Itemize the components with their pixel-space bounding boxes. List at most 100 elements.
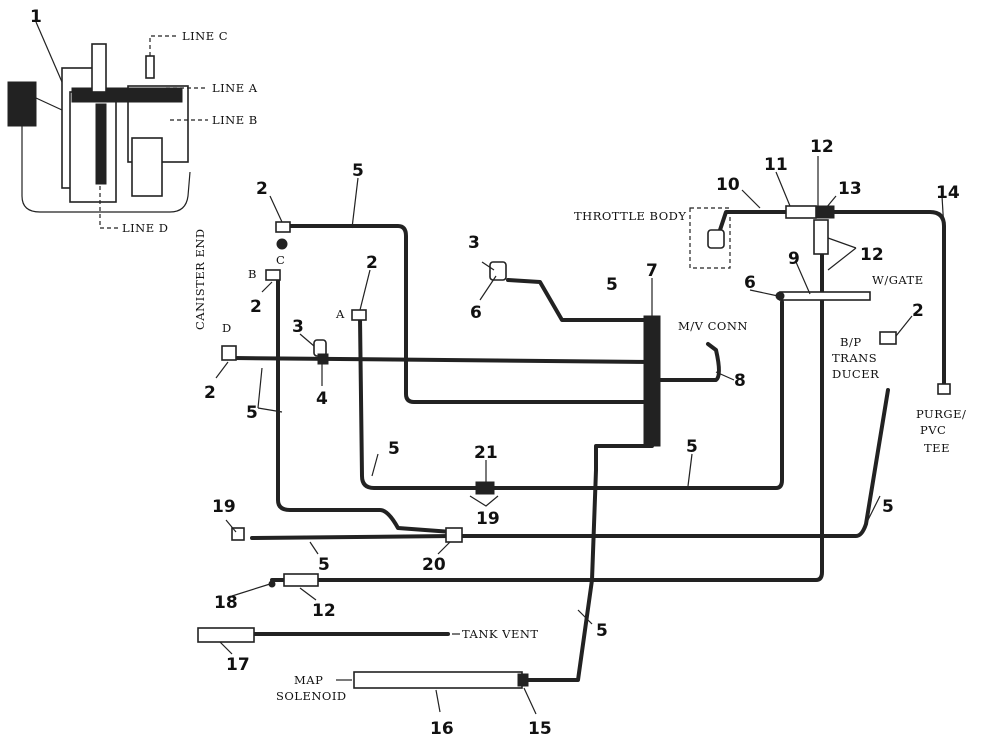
hose-throttle-body (716, 210, 792, 238)
tank-vent-filter-17 (197, 627, 255, 643)
label-map-1: MAP (294, 673, 323, 687)
label-port-a: A (335, 307, 345, 321)
callout-numbers: 1 2 5 2 2 2 5 3 4 3 6 5 7 8 5 21 19 5 6 … (30, 7, 960, 739)
callout-14: 14 (936, 183, 960, 203)
bp-transducer-fitting (879, 331, 897, 345)
restrictor-3-upper (489, 261, 507, 281)
leader-line-d (99, 186, 118, 229)
hose-lower-run (250, 388, 890, 540)
fitting-c-cap (276, 238, 288, 250)
tee-13 (815, 205, 835, 219)
label-purge-2: PVC (920, 423, 946, 437)
callout-19-center: 19 (476, 509, 500, 529)
canister-harness-wire (21, 126, 191, 213)
callout-2-b: 2 (250, 297, 262, 317)
callout-8: 8 (734, 371, 746, 391)
filter-21 (475, 481, 495, 495)
canister-right-lower (131, 137, 163, 197)
label-port-c: C (276, 253, 285, 267)
callout-5-bp: 5 (882, 497, 894, 517)
callout-10: 10 (716, 175, 740, 195)
label-port-d: D (222, 321, 232, 335)
callout-5-right: 5 (686, 437, 698, 457)
label-mv-conn: M/V CONN (678, 319, 748, 333)
connector-4 (317, 353, 329, 365)
callout-3-lower: 3 (292, 317, 304, 337)
hose-d-line (232, 356, 654, 364)
callout-13: 13 (838, 179, 862, 199)
callout-2-d: 2 (204, 383, 216, 403)
label-tank-vent: TANK VENT (462, 627, 539, 641)
hose-c-line (286, 224, 654, 404)
callout-1: 1 (30, 7, 42, 27)
label-port-b: B (248, 267, 257, 281)
map-solenoid-16 (353, 671, 523, 689)
canister-top-manifold (71, 87, 183, 103)
label-purge-1: PURGE/ (916, 407, 966, 421)
hose-a-line (358, 316, 472, 490)
callout-12-lower: 12 (312, 601, 336, 621)
fitting-c (275, 221, 291, 233)
label-line-a: LINE A (212, 81, 258, 95)
callout-5-lower: 5 (318, 555, 330, 575)
canister-line-c-nipple (145, 55, 155, 79)
callout-2-bp: 2 (912, 301, 924, 321)
fitting-d (221, 345, 237, 361)
label-bp-3: DUCER (832, 367, 879, 381)
label-line-b: LINE B (212, 113, 258, 127)
leader-1 (35, 21, 63, 83)
callout-6-right: 6 (744, 273, 756, 293)
canister-connector-wire (35, 97, 63, 111)
callout-5-top: 5 (352, 161, 364, 181)
label-bp-2: TRANS (832, 351, 877, 365)
label-line-c: LINE C (182, 29, 228, 43)
label-throttle-body: THROTTLE BODY (574, 209, 686, 223)
hose-18-run (270, 228, 824, 582)
canister-center-tube (95, 103, 107, 185)
hose-mv-conn (654, 342, 721, 382)
connector-15 (517, 673, 529, 687)
hose-b-line (276, 278, 454, 534)
fitting-a (351, 309, 367, 321)
callout-18: 18 (214, 593, 238, 613)
text-labels: LINE C LINE A LINE B LINE D CANISTER END… (122, 29, 966, 703)
callout-6-left: 6 (470, 303, 482, 323)
callout-21: 21 (474, 443, 498, 463)
callout-12-top: 12 (810, 137, 834, 157)
canister-center-body (69, 91, 117, 203)
canister-connector (7, 81, 37, 127)
callout-leaders (215, 156, 945, 715)
connector-20 (445, 527, 463, 543)
hose-upper-branch (506, 278, 654, 322)
throttle-body-fitting (707, 229, 725, 249)
callout-5-trunk: 5 (596, 621, 608, 641)
fitting-b (265, 269, 281, 281)
label-line-d: LINE D (122, 221, 169, 235)
callout-12-mid: 12 (860, 245, 884, 265)
label-map-2: SOLENOID (276, 689, 347, 703)
callout-5-a: 5 (388, 439, 400, 459)
callout-4: 4 (316, 389, 328, 409)
callout-2-a: 2 (366, 253, 378, 273)
trunk-manifold-7 (643, 315, 661, 447)
wastegate-hose-9 (779, 291, 871, 301)
callout-3-upper: 3 (468, 233, 480, 253)
hose-trunk (520, 318, 654, 682)
callout-15: 15 (528, 719, 552, 739)
label-bp-1: B/P (840, 335, 862, 349)
callout-7: 7 (646, 261, 658, 281)
label-wgate: W/GATE (872, 273, 924, 287)
valve-12-vertical (813, 219, 829, 255)
label-purge-3: TEE (924, 441, 950, 455)
purge-tee (937, 383, 951, 395)
valve-12-lower (283, 573, 319, 587)
callout-16: 16 (430, 719, 454, 739)
callout-5-left: 5 (246, 403, 258, 423)
charcoal-canister-assembly (7, 21, 208, 229)
callout-11: 11 (764, 155, 788, 175)
label-canister-end: CANISTER END (193, 228, 207, 330)
callout-20: 20 (422, 555, 446, 575)
hose-wastegate (468, 300, 784, 490)
